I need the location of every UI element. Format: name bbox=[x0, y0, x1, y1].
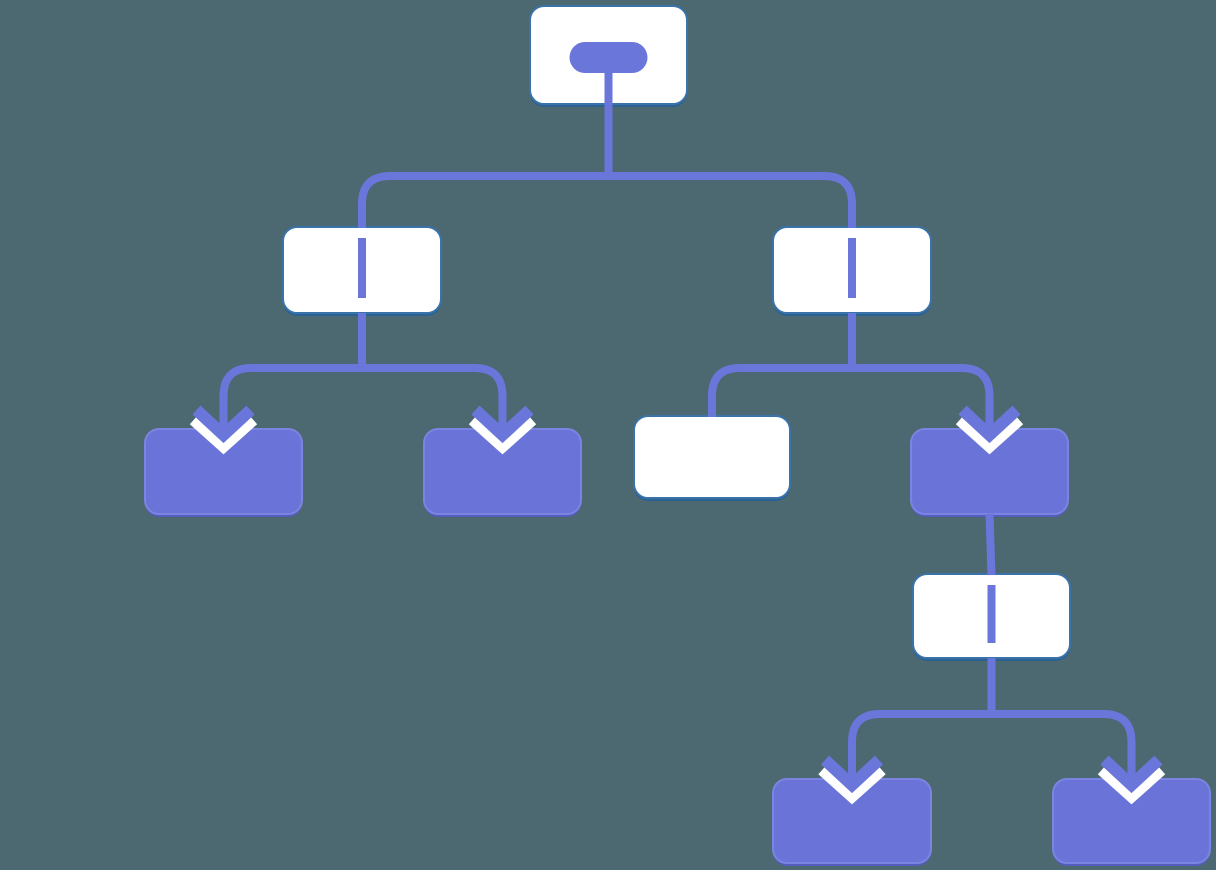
arrowhead-chevron-white-icon bbox=[1097, 763, 1166, 805]
node-divider-bar bbox=[987, 585, 996, 643]
start-pill bbox=[569, 42, 648, 73]
connector bbox=[985, 513, 996, 576]
connectors-layer bbox=[219, 104, 1136, 783]
node-divider-bar bbox=[358, 238, 366, 298]
arrowhead-chevron-purple-icon bbox=[192, 405, 255, 444]
connector bbox=[219, 313, 507, 433]
node-divider-bar bbox=[848, 238, 856, 298]
arrowhead-chevron-purple-icon bbox=[820, 755, 884, 794]
arrowhead-chevron-white-icon bbox=[468, 413, 537, 455]
connector bbox=[848, 658, 1136, 783]
nodes-layer bbox=[144, 5, 1211, 866]
decorations-layer bbox=[358, 42, 996, 643]
arrowheads-layer bbox=[189, 405, 1166, 805]
arrowhead-chevron-purple-icon bbox=[958, 405, 1021, 444]
arrowhead-chevron-white-icon bbox=[189, 413, 258, 455]
arrowhead-chevron-white-icon bbox=[818, 763, 886, 805]
connector bbox=[358, 104, 856, 228]
arrowhead-chevron-purple-icon bbox=[471, 405, 534, 444]
arrowhead-chevron-purple-icon bbox=[1100, 755, 1163, 794]
node-step-plain[interactable] bbox=[633, 415, 791, 499]
arrowhead-chevron-white-icon bbox=[955, 413, 1024, 455]
connector bbox=[708, 313, 994, 433]
